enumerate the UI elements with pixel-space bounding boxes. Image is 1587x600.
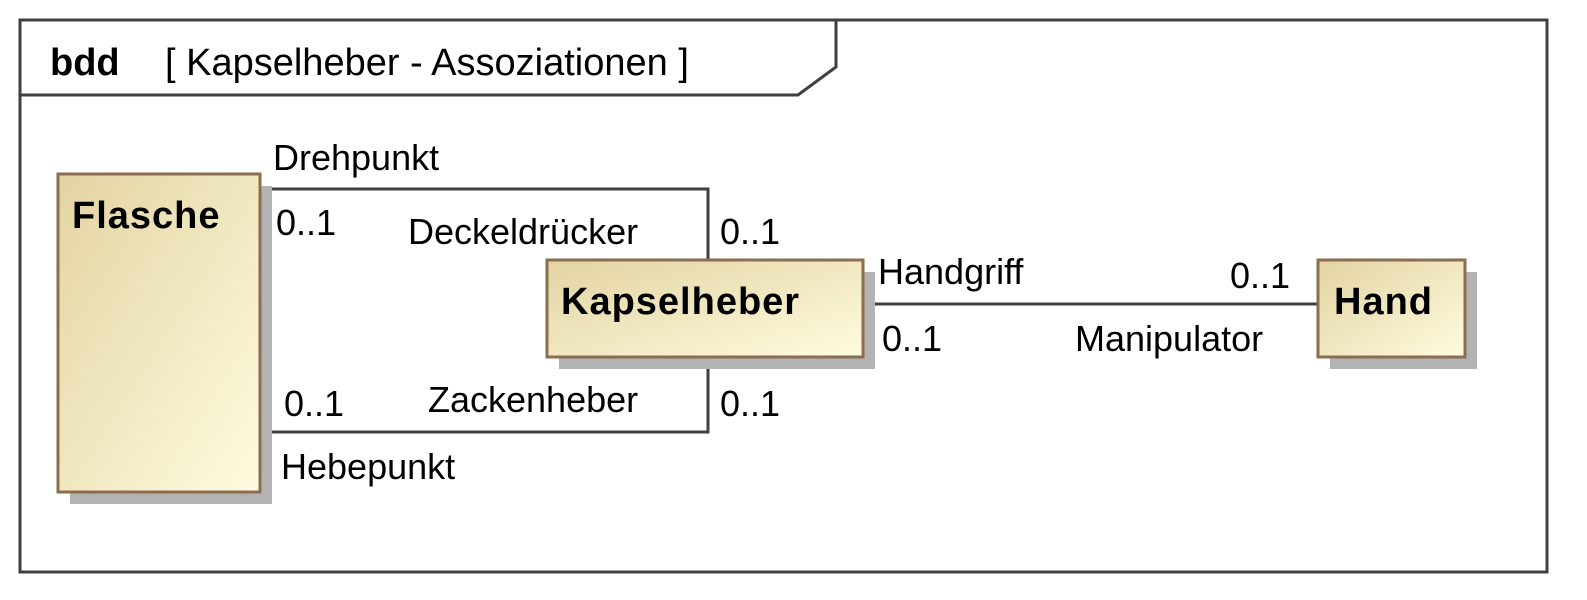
role-hebepunkt: Hebepunkt [281,446,455,487]
block-hand-box[interactable] [1316,258,1467,359]
block-flasche-name: Flasche [72,195,221,237]
role-deckeldruecker: Deckeldrücker [408,211,638,252]
block-kapselheber-box[interactable] [545,258,865,359]
block-kapselheber-name: Kapselheber [561,281,800,323]
mult-hand-kapselheber: 0..1 [882,318,942,359]
frame-title: [ Kapselheber - Assoziationen ] [165,42,689,84]
mult-hand-hand: 0..1 [1230,255,1290,296]
frame-header-tab [20,20,838,97]
mult-bottom-flasche: 0..1 [284,383,344,424]
mult-top-flasche: 0..1 [276,202,336,243]
role-zackenheber: Zackenheber [428,379,638,420]
role-manipulator: Manipulator [1075,318,1263,359]
block-flasche[interactable]: Flasche [56,172,272,504]
mult-top-kapselheber: 0..1 [720,211,780,252]
block-hand-name: Hand [1334,281,1433,323]
block-flasche-box[interactable] [56,172,262,494]
association-bottom-line[interactable] [260,357,710,434]
block-kapselheber[interactable]: Kapselheber [545,258,875,369]
mult-bottom-kapselheber: 0..1 [720,383,780,424]
role-handgriff: Handgriff [878,251,1024,292]
role-drehpunkt: Drehpunkt [273,137,439,178]
frame-keyword: bdd [50,42,120,84]
block-hand[interactable]: Hand [1316,258,1477,369]
association-top-line[interactable] [260,187,710,260]
